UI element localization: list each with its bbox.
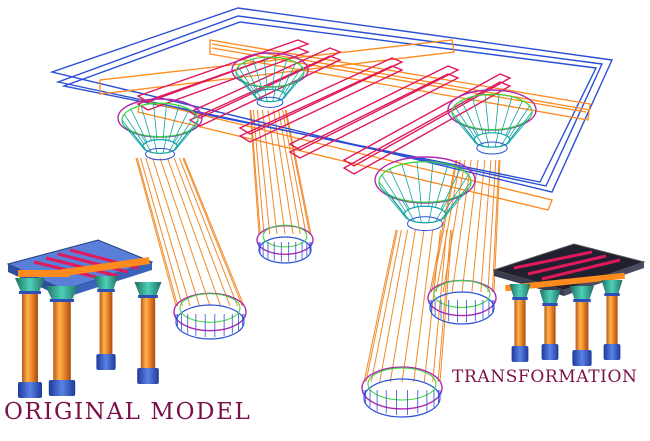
- original-column: [134, 282, 162, 384]
- capital-bowl: [447, 89, 537, 155]
- transformed-column: [509, 284, 531, 362]
- original-column: [94, 276, 118, 370]
- column-base-ring: [427, 279, 497, 325]
- joist: [288, 65, 460, 159]
- original-model-caption: ORIGINAL MODEL: [4, 399, 252, 425]
- transformed-column: [570, 286, 594, 366]
- capital-bowl: [117, 98, 203, 161]
- original-column: [45, 286, 79, 396]
- wireframe-colonnade-icon: [49, 7, 614, 418]
- red-joists: [136, 39, 512, 175]
- transformed-colonnade-model-icon: [492, 243, 646, 366]
- column-base-ring: [256, 224, 314, 264]
- wireframe-column-shafts: [135, 109, 501, 383]
- transformation-caption: TRANSFORMATION: [452, 367, 638, 387]
- roof-frame: [49, 7, 614, 193]
- column-base-ring: [361, 366, 443, 418]
- transformed-column: [601, 280, 623, 360]
- original-column: [15, 278, 45, 398]
- column-base-ring: [173, 292, 247, 340]
- capital-bowl: [374, 156, 476, 232]
- wireframe-capitals: [117, 52, 537, 232]
- transformed-column: [539, 290, 561, 360]
- original-colonnade-model-icon: [6, 239, 162, 398]
- capital-bowl: [231, 52, 309, 108]
- joist: [238, 57, 404, 143]
- wireframe-column-bases: [173, 224, 497, 418]
